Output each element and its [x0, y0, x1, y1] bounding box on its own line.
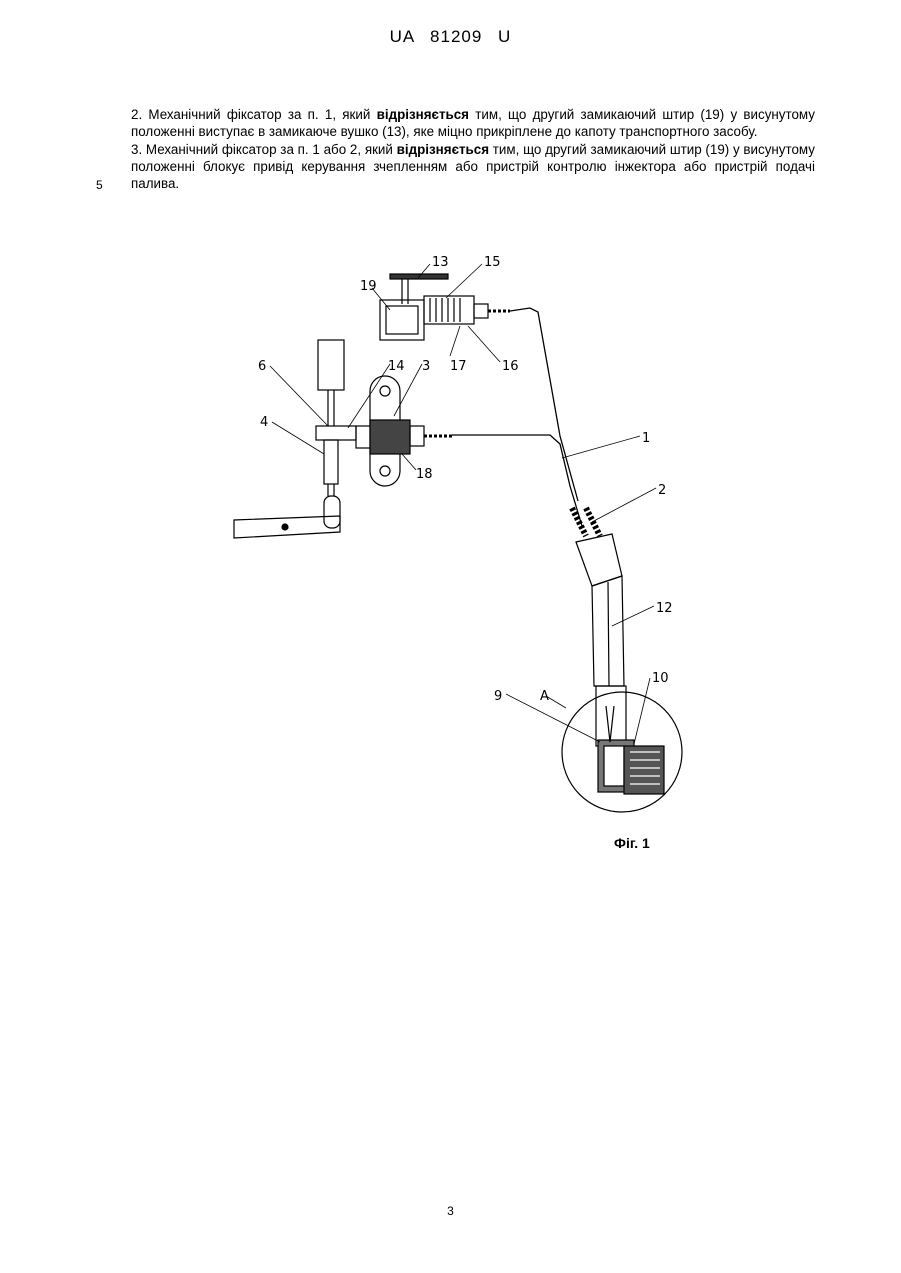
label-4: 4 — [260, 415, 268, 430]
line-number: 5 — [96, 178, 103, 192]
label-16: 16 — [502, 359, 519, 374]
label-9: 9 — [494, 689, 502, 704]
technical-drawing: 13 15 19 17 16 6 14 3 4 18 1 2 12 10 9 A — [220, 246, 700, 816]
document-header: UA 81209 U — [0, 27, 901, 47]
label-13: 13 — [432, 255, 449, 270]
label-12: 12 — [656, 601, 673, 616]
label-6: 6 — [258, 359, 266, 374]
label-3: 3 — [422, 359, 430, 374]
claim-3: 3. Механічний фіксатор за п. 1 або 2, як… — [131, 141, 815, 193]
claim-2: 2. Механічний фіксатор за п. 1, який від… — [131, 106, 815, 141]
detail-a — [562, 686, 682, 812]
label-15: 15 — [484, 255, 501, 270]
page-number: 3 — [0, 1204, 901, 1218]
figure-labels: 13 15 19 17 16 6 14 3 4 18 1 2 12 10 9 A — [258, 255, 673, 704]
cable-tube — [572, 508, 624, 686]
label-18: 18 — [416, 467, 433, 482]
figure-caption: Фіг. 1 — [614, 835, 650, 851]
pedal-lever — [234, 340, 356, 538]
label-14: 14 — [388, 359, 405, 374]
middle-lock-assembly — [356, 376, 582, 526]
label-10: 10 — [652, 671, 669, 686]
leader-lines — [270, 264, 656, 744]
label-2: 2 — [658, 483, 666, 498]
label-19: 19 — [360, 279, 377, 294]
label-a: A — [540, 689, 549, 704]
claims-text: 2. Механічний фіксатор за п. 1, який від… — [131, 106, 815, 192]
label-17: 17 — [450, 359, 467, 374]
label-1: 1 — [642, 431, 650, 446]
